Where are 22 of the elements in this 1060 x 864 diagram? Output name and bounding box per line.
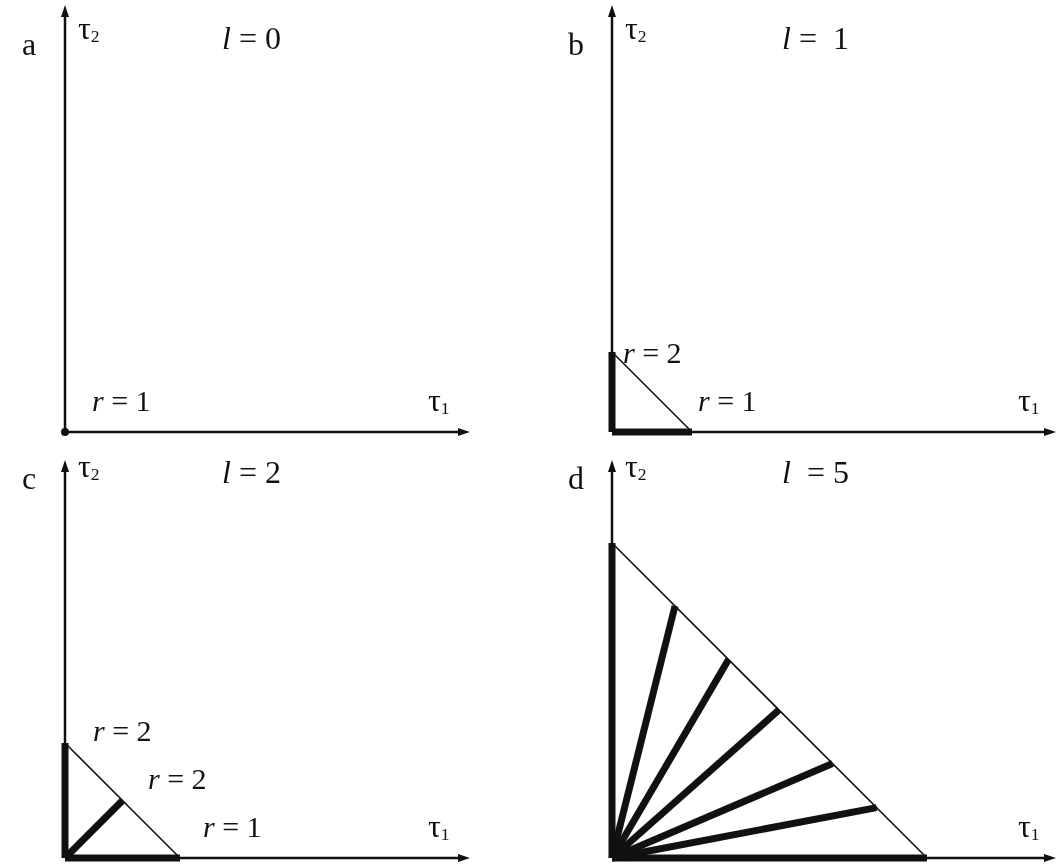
equation-label: r = 1 [92,386,151,416]
equation-label: l = 1 [782,22,849,54]
axis-label: τ$_{1}$ [1018,810,1040,844]
equation-label: r = 2 [93,716,152,746]
equation-label: r = 2 [623,338,682,368]
panel-letter: a [22,28,37,60]
axis-label: τ$_{2}$ [78,12,100,46]
panel-letter: b [568,28,584,60]
axis-label: τ$_{1}$ [428,810,450,844]
equation-label: l = 2 [222,456,281,488]
panel-letter: d [568,462,584,494]
axis-label: τ$_{1}$ [428,384,450,418]
axis-label: τ$_{1}$ [1018,384,1040,418]
equation-label: r = 2 [148,764,207,794]
equation-label: l = 0 [222,22,281,54]
panel-letter: c [22,462,37,494]
equation-label: l = 5 [782,456,849,488]
axis-label: τ$_{2}$ [625,450,647,484]
axis-label: τ$_{2}$ [625,12,647,46]
equation-label: r = 1 [698,386,757,416]
equation-label: r = 1 [203,812,262,842]
axis-label: τ$_{2}$ [78,450,100,484]
